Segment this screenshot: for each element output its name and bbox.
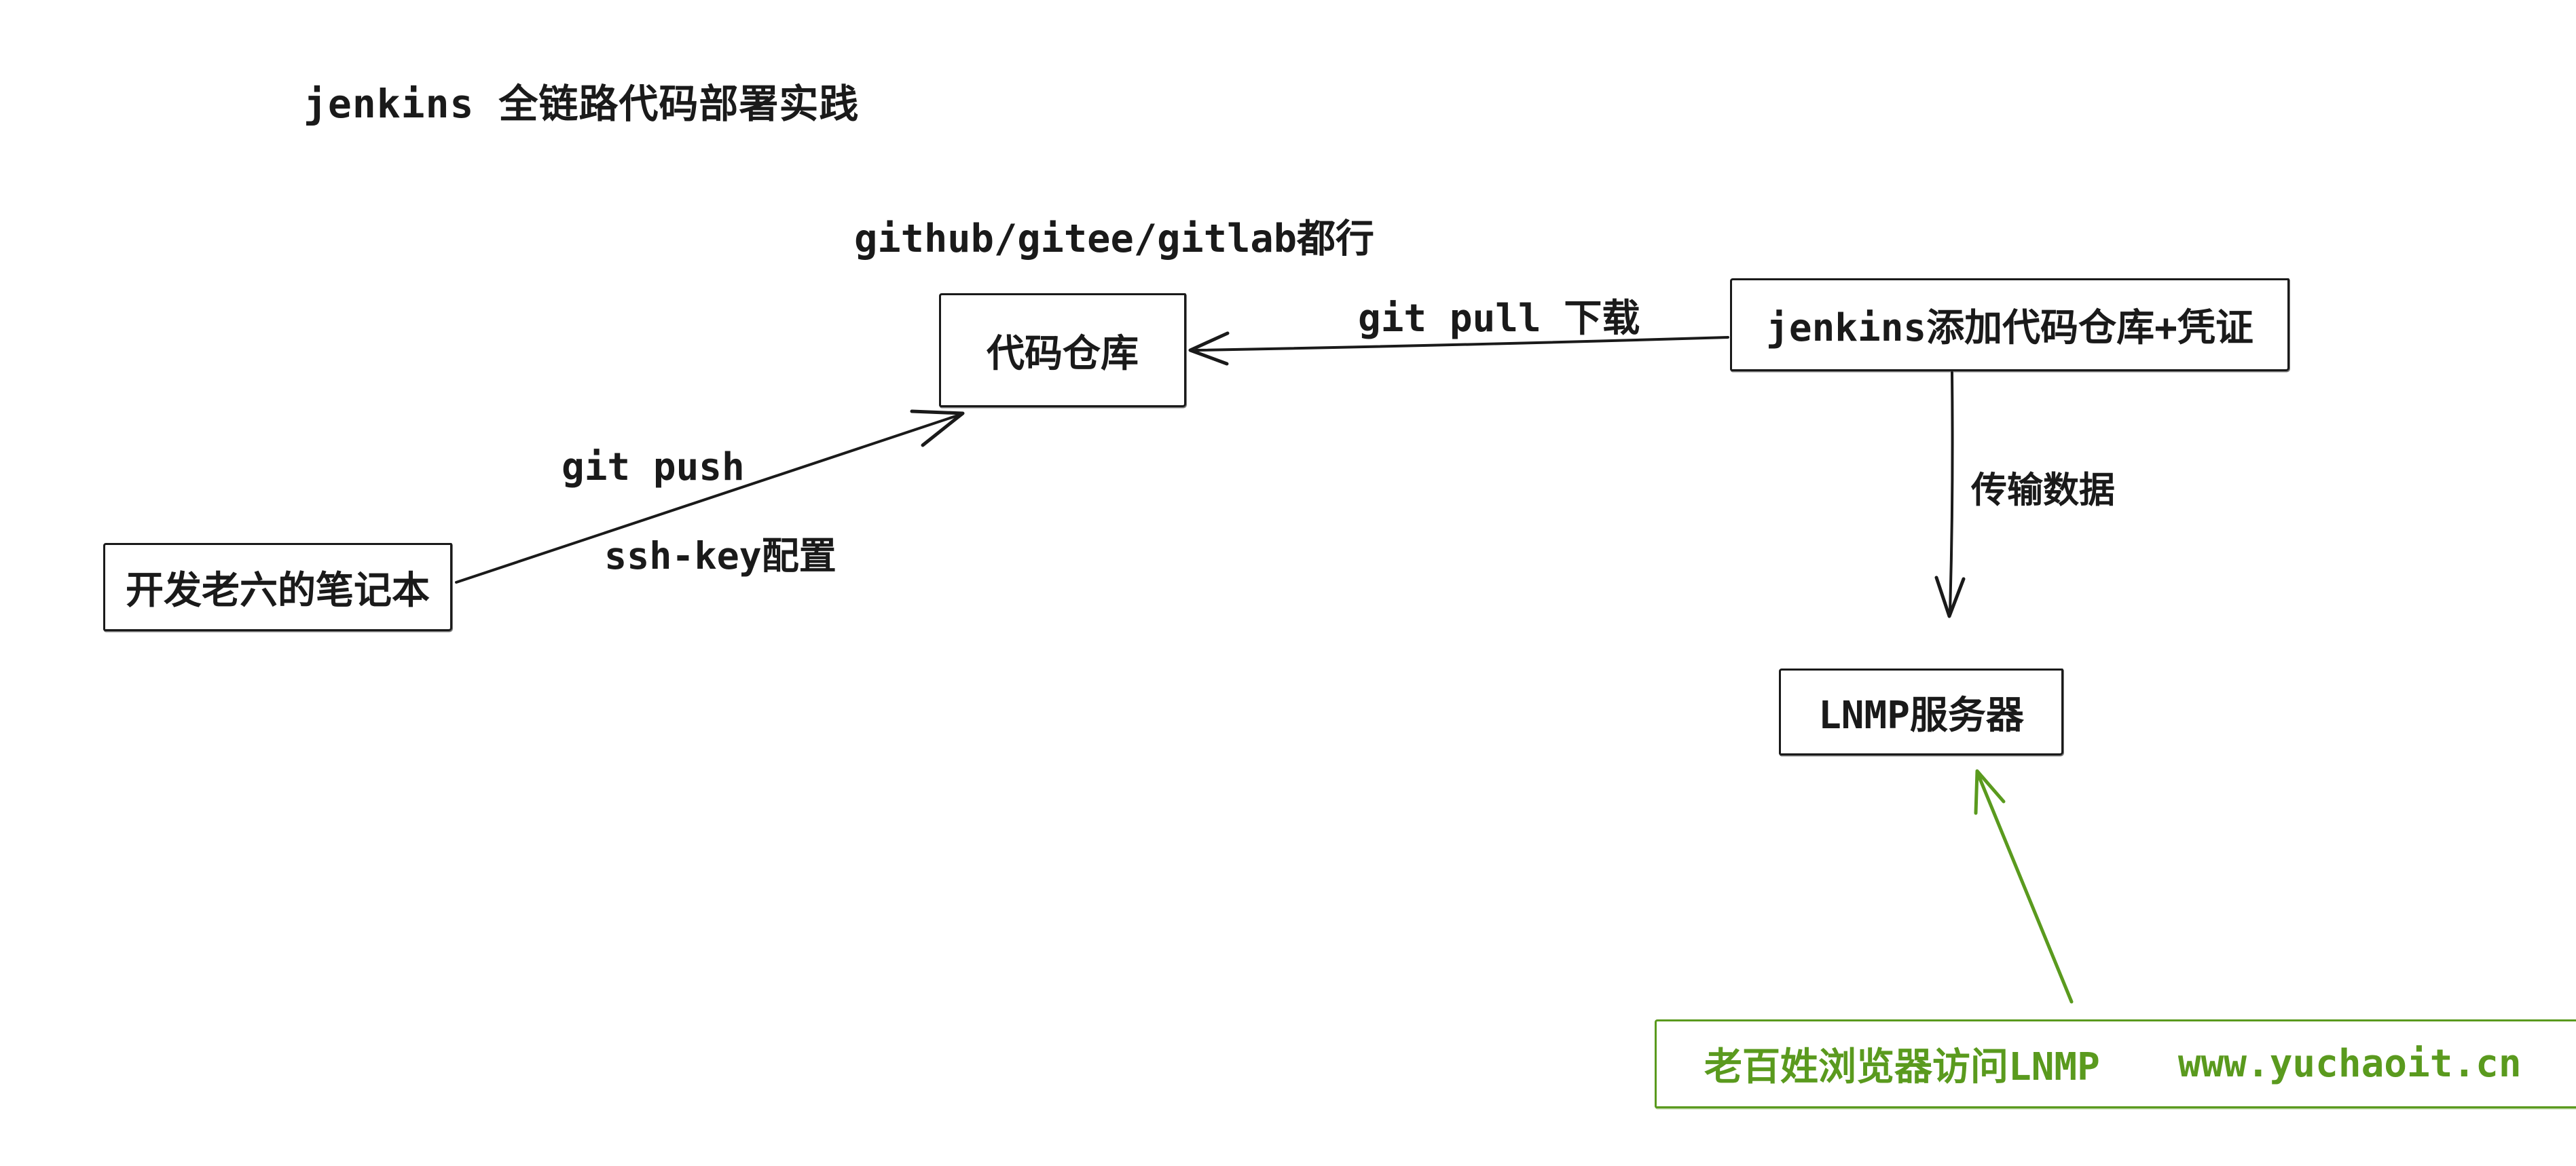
transfer-data-arrow [1934,371,1966,618]
transfer-data-label: 传输数据 [1971,470,2115,511]
node-lnmp-label: LNMP服务器 [1818,693,2024,738]
node-code-repo: 代码仓库 [939,293,1186,407]
node-code-repo-label: 代码仓库 [987,331,1139,376]
node-visitor-browser: 老百姓浏览器访问LNMP www.yuchaoit.cn [1655,1019,2576,1108]
visitor-browser-label: 老百姓浏览器访问LNMP [1704,1045,2100,1089]
git-pull-arrow [1188,331,1729,366]
git-push-label: git push [562,445,745,489]
node-dev-laptop: 开发老六的笔记本 [103,543,452,631]
visitor-site-url: www.yuchaoit.cn [2177,1042,2522,1086]
browser-access-arrow [1974,769,2074,1004]
git-push-arrow [455,409,965,584]
ssh-key-label: ssh-key配置 [604,534,836,578]
git-pull-label: git pull 下载 [1358,297,1640,341]
diagram-title: jenkins 全链路代码部署实践 [303,81,860,127]
repo-hosting-note: github/gitee/gitlab都行 [854,217,1375,261]
node-jenkins: jenkins添加代码仓库+凭证 [1730,278,2289,371]
node-lnmp-server: LNMP服务器 [1779,669,2063,755]
node-dev-laptop-label: 开发老六的笔记本 [126,568,430,613]
node-jenkins-label: jenkins添加代码仓库+凭证 [1766,306,2253,350]
